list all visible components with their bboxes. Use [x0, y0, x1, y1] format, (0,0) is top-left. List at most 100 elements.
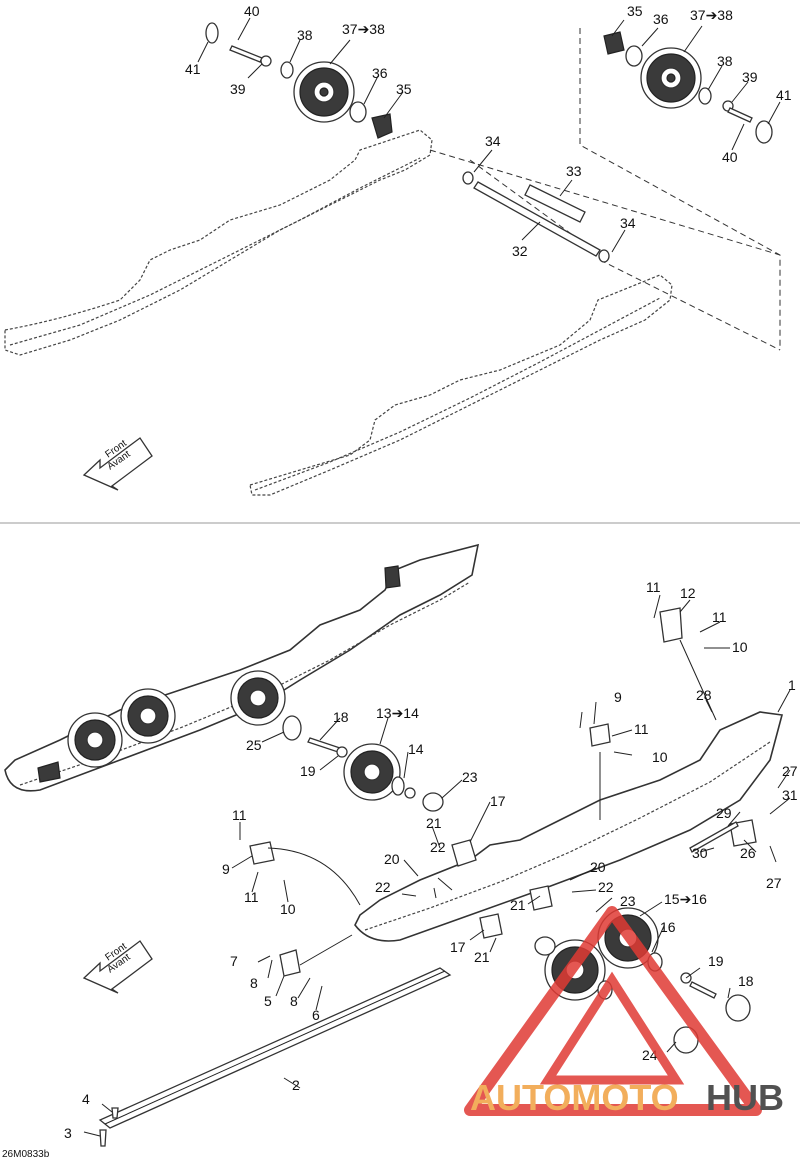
watermark-inner-triangle — [539, 971, 685, 1085]
rail-exploded-inner — [364, 741, 771, 931]
bracket-9-top — [589, 723, 611, 747]
spacer-39-left — [260, 55, 272, 67]
bolt-18-lower — [689, 981, 717, 999]
callout-28: 28 — [696, 687, 712, 703]
callout-20-a: 20 — [384, 851, 400, 867]
callout-37-left: 37➔38 — [342, 21, 385, 37]
callout-8-a: 8 — [250, 975, 258, 991]
callout-22-c: 22 — [598, 879, 614, 895]
callout-36-left: 36 — [372, 65, 388, 81]
callout-15: 15➔16 — [664, 891, 707, 907]
callout-6: 6 — [312, 1007, 320, 1023]
callout-20-b: 20 — [590, 859, 606, 875]
adapter-21-mid — [529, 885, 553, 911]
callout-8-b: 8 — [290, 993, 298, 1009]
callout-26: 26 — [740, 845, 756, 861]
callout-39-right: 39 — [742, 69, 758, 85]
bolt-40-left — [229, 45, 263, 63]
clip-5 — [279, 949, 301, 977]
watermark: AUTOMOTO HUB — [464, 906, 784, 1118]
rail-assembled — [4, 543, 480, 792]
idler-wheel-left-top — [293, 61, 355, 123]
callout-11-d: 11 — [232, 807, 247, 823]
callout-10-b: 10 — [652, 749, 668, 765]
callout-11-c: 11 — [634, 721, 649, 737]
spacer-19-upper — [336, 746, 348, 758]
watermark-text-hub: HUB — [706, 1077, 784, 1118]
callout-27-b: 27 — [766, 875, 782, 891]
assembly-guide-lines — [429, 28, 781, 351]
callout-11-b: 11 — [712, 609, 727, 625]
bracket-9-left — [249, 841, 275, 865]
wheel-assembled-2 — [120, 688, 176, 744]
leader-lines-bottom — [83, 594, 791, 1137]
callout-21-a: 21 — [426, 815, 442, 831]
callout-4: 4 — [82, 1091, 90, 1107]
callout-10-c: 10 — [280, 901, 296, 917]
callout-9-b: 9 — [222, 861, 230, 877]
bracket-12 — [659, 607, 683, 643]
callout-41-left: 41 — [185, 61, 201, 77]
slider-2-edge — [104, 970, 446, 1125]
watermark-text-automoto: AUTOMOTO — [470, 1077, 679, 1118]
washer-34-b — [598, 249, 610, 263]
rail-left-top-inner — [9, 157, 421, 346]
callout-39-left: 39 — [230, 81, 246, 97]
wheel-assembled-1 — [67, 712, 123, 768]
callout-11-a: 11 — [646, 579, 661, 595]
rail-exploded — [354, 711, 784, 942]
callouts-bottom: 11 12 11 10 1 28 9 11 10 13➔14 18 19 25 … — [64, 579, 798, 1141]
callout-25: 25 — [246, 737, 262, 753]
callout-40-right: 40 — [722, 149, 738, 165]
callout-37-right: 37➔38 — [690, 7, 733, 23]
callout-18-b: 18 — [738, 973, 754, 989]
callout-16: 16 — [660, 919, 676, 935]
callout-19-b: 19 — [708, 953, 724, 969]
spacer-14b — [404, 787, 416, 799]
callout-23-b: 23 — [620, 893, 636, 909]
callout-34-a: 34 — [485, 133, 501, 149]
screw-4 — [111, 1107, 119, 1119]
callout-32: 32 — [512, 243, 528, 259]
callout-41-right: 41 — [776, 87, 792, 103]
callout-23-a: 23 — [462, 769, 478, 785]
bolt-30 — [689, 821, 739, 853]
idler-wheel-right-top — [640, 47, 702, 109]
washer-36-left — [349, 101, 367, 123]
front-arrow-top: Front Avant — [82, 437, 153, 491]
callout-18-a: 18 — [333, 709, 349, 725]
callout-27-a: 27 — [782, 763, 798, 779]
adapter-35-left — [371, 113, 393, 139]
callout-17-a: 17 — [490, 793, 506, 809]
callout-38-right: 38 — [717, 53, 733, 69]
rail-right-top — [249, 274, 673, 496]
callout-40-left: 40 — [244, 3, 260, 19]
callout-19-a: 19 — [300, 763, 316, 779]
callout-36-right: 36 — [653, 11, 669, 27]
rail-assembled-inner — [19, 581, 471, 786]
bottom-section: Front Avant 11 12 11 10 1 28 9 11 10 13➔… — [4, 543, 798, 1147]
callout-21-b: 21 — [474, 949, 490, 965]
rail-assembled-tip — [37, 761, 61, 783]
callout-22-a: 22 — [430, 839, 446, 855]
bolt-40-right — [727, 107, 753, 123]
callout-12: 12 — [680, 585, 696, 601]
watermark-triangle — [464, 906, 762, 1116]
wheel-assembled-3 — [230, 670, 286, 726]
callout-34-b: 34 — [620, 215, 636, 231]
callout-10-a: 10 — [732, 639, 748, 655]
rail-left-top — [4, 129, 433, 356]
washer-14 — [391, 776, 405, 796]
ring-41-left — [205, 22, 219, 44]
callout-33: 33 — [566, 163, 582, 179]
callouts-top: 40 41 39 38 37➔38 36 35 35 36 37➔38 38 3… — [185, 3, 792, 259]
callout-17-b: 17 — [450, 939, 466, 955]
rail-right-top-inner — [254, 297, 661, 491]
washer-38-left — [280, 61, 294, 79]
callout-11-e: 11 — [244, 889, 259, 905]
ring-25 — [282, 715, 302, 741]
callout-2: 2 — [292, 1077, 300, 1093]
tube-33 — [524, 184, 586, 223]
washer-23-lower — [534, 936, 556, 956]
